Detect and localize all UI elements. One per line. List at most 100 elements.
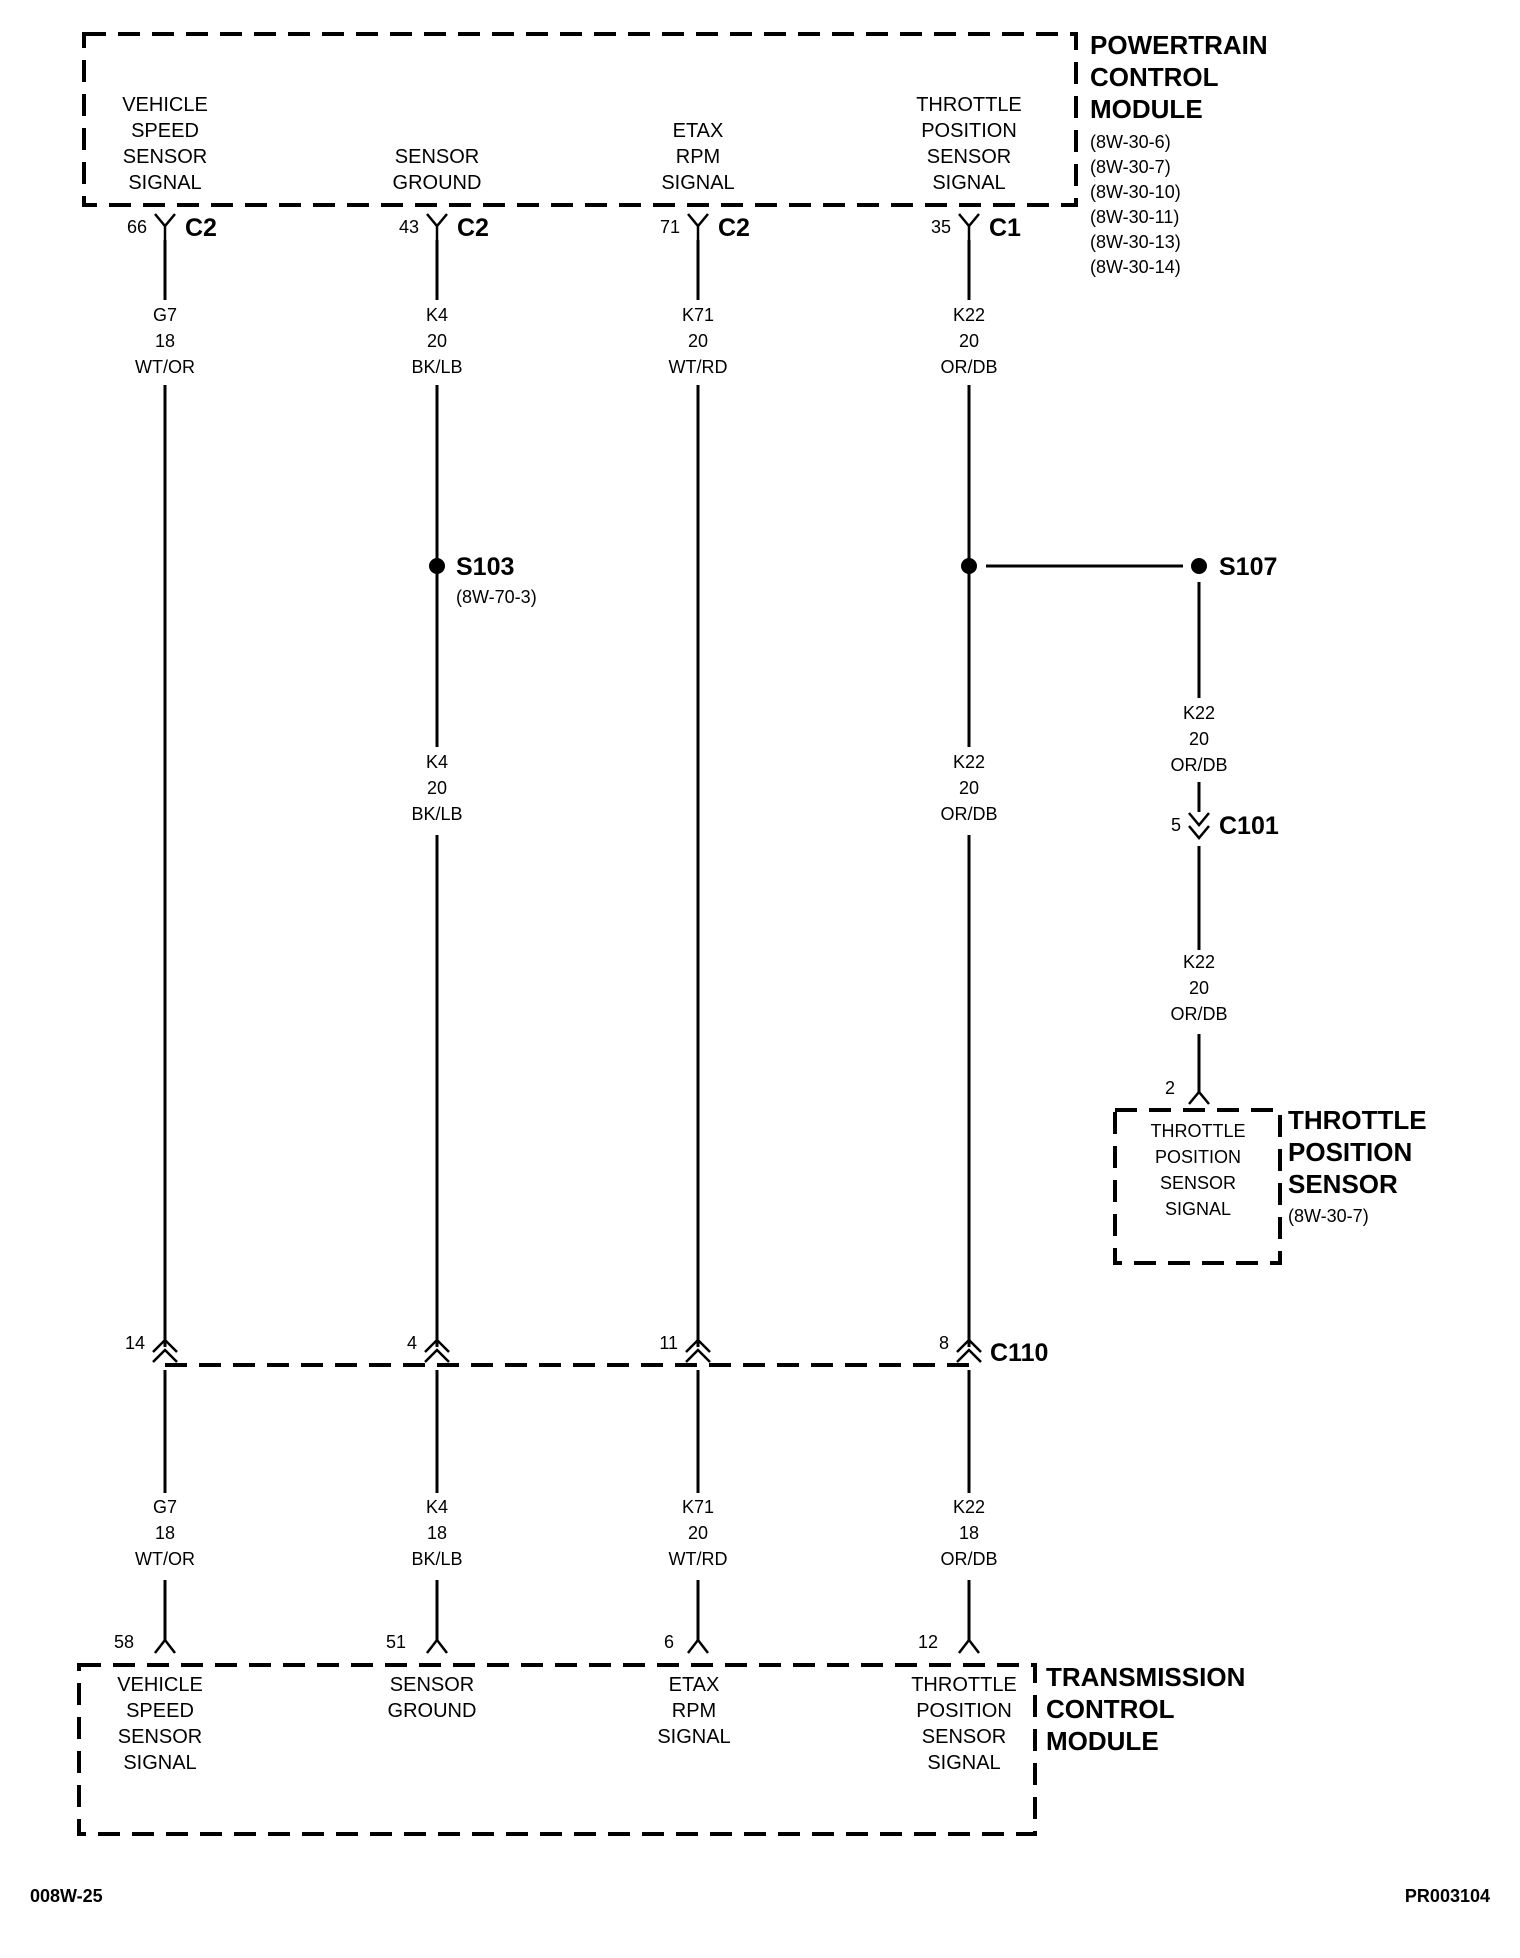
pcm-label-line: THROTTLE	[916, 94, 1022, 116]
pcm-pin-label-ground: SENSOR GROUND	[393, 146, 482, 194]
wire-label-g7-lower: G7 18 WT/OR	[135, 1497, 195, 1569]
splice-s107-dot	[1191, 558, 1207, 574]
pcm-ref: (8W-30-14)	[1090, 257, 1181, 277]
wire-code: K4	[426, 1497, 448, 1517]
wire-code: K71	[682, 305, 714, 325]
wire-color: WT/OR	[135, 1549, 195, 1569]
wire-color: BK/LB	[411, 1549, 462, 1569]
footer-left-code: 008W-25	[30, 1886, 103, 1906]
pcm-pin-symbol	[426, 213, 448, 240]
tps-label-line: SIGNAL	[1165, 1199, 1231, 1219]
pcm-title-line: MODULE	[1090, 94, 1203, 124]
wire-label-k4-lower: K4 18 BK/LB	[411, 1497, 462, 1569]
wire-label-g7-upper: G7 18 WT/OR	[135, 305, 195, 377]
wire-label-tps-b: K22 20 OR/DB	[1170, 952, 1227, 1024]
tcm-pin-label-tps: THROTTLE POSITION SENSOR SIGNAL	[911, 1674, 1017, 1774]
pcm-label-line: SENSOR	[395, 146, 479, 168]
tcm-title-line: TRANSMISSION	[1046, 1662, 1245, 1692]
tcm-label-line: SPEED	[126, 1700, 194, 1722]
tcm-pin-number: 6	[664, 1632, 674, 1652]
wire-gauge: 20	[1189, 978, 1209, 998]
tcm-pin-label-etax: ETAX RPM SIGNAL	[657, 1674, 730, 1748]
pcm-label-line: SIGNAL	[932, 172, 1005, 194]
tcm-pin-label-ground: SENSOR GROUND	[388, 1674, 477, 1722]
pcm-pin-number: 35	[931, 217, 951, 237]
c110-pin-number: 4	[407, 1333, 417, 1353]
pcm-pin-symbol	[958, 213, 980, 240]
wire-label-k4-mid: K4 20 BK/LB	[411, 752, 462, 824]
wire-gauge: 20	[427, 331, 447, 351]
wire-gauge: 20	[688, 331, 708, 351]
tcm-pin-number: 12	[918, 1632, 938, 1652]
pcm-ref: (8W-30-11)	[1090, 207, 1179, 227]
wire-color: WT/RD	[669, 357, 728, 377]
tcm-label-line: SENSOR	[922, 1726, 1006, 1748]
tcm-title: TRANSMISSION CONTROL MODULE	[1046, 1662, 1245, 1756]
wire-color: OR/DB	[940, 1549, 997, 1569]
wire-color: BK/LB	[411, 804, 462, 824]
tcm-label-line: THROTTLE	[911, 1674, 1017, 1696]
c101-pin-number: 5	[1171, 815, 1181, 835]
tcm-label-line: GROUND	[388, 1700, 477, 1722]
pcm-references: (8W-30-6) (8W-30-7) (8W-30-10) (8W-30-11…	[1090, 132, 1181, 277]
c110-pin-number: 8	[939, 1333, 949, 1353]
wire-label-k22-lower: K22 18 OR/DB	[940, 1497, 997, 1569]
tcm-pin-symbol	[154, 1637, 176, 1654]
wire-code: G7	[153, 305, 177, 325]
wire-gauge: 20	[1189, 729, 1209, 749]
pcm-pin-number: 66	[127, 217, 147, 237]
pcm-label-line: SIGNAL	[661, 172, 734, 194]
tcm-pin-number: 58	[114, 1632, 134, 1652]
tcm-title-line: MODULE	[1046, 1726, 1159, 1756]
wire-label-k22-mid: K22 20 OR/DB	[940, 752, 997, 824]
c110-pin-symbol	[956, 1338, 982, 1363]
wire-gauge: 18	[959, 1523, 979, 1543]
pcm-connector-id: C2	[185, 214, 217, 242]
tps-pin-number: 2	[1165, 1078, 1175, 1098]
tps-title-line: POSITION	[1288, 1137, 1412, 1167]
pcm-label-line: RPM	[676, 146, 720, 168]
c110-pin-symbol	[152, 1338, 178, 1363]
pcm-ref: (8W-30-6)	[1090, 132, 1171, 152]
tcm-title-line: CONTROL	[1046, 1694, 1175, 1724]
tps-title-line: THROTTLE	[1288, 1105, 1427, 1135]
footer-right-code: PR003104	[1405, 1886, 1490, 1906]
pcm-pin-number: 71	[660, 217, 680, 237]
tcm-label-line: SENSOR	[118, 1726, 202, 1748]
pcm-title: POWERTRAIN CONTROL MODULE	[1090, 30, 1268, 124]
pcm-title-line: CONTROL	[1090, 62, 1219, 92]
pcm-label-line: VEHICLE	[122, 94, 208, 116]
wire-code: K71	[682, 1497, 714, 1517]
wire-color: OR/DB	[1170, 755, 1227, 775]
tcm-label-line: RPM	[672, 1700, 716, 1722]
tcm-pin-label-vss: VEHICLE SPEED SENSOR SIGNAL	[117, 1674, 203, 1774]
pcm-label-line: SIGNAL	[128, 172, 201, 194]
wire-color: OR/DB	[1170, 1004, 1227, 1024]
pcm-pin-symbol	[154, 213, 176, 240]
splice-s103-ref: (8W-70-3)	[456, 587, 537, 607]
tcm-label-line: ETAX	[669, 1674, 720, 1696]
wire-color: BK/LB	[411, 357, 462, 377]
tcm-label-line: SIGNAL	[123, 1752, 196, 1774]
pcm-connector-id: C1	[989, 214, 1021, 242]
wire-code: K22	[953, 1497, 985, 1517]
connector-c101-symbol	[1188, 812, 1210, 840]
tcm-pin-symbol	[687, 1637, 709, 1654]
splice-s103-label: S103	[456, 553, 514, 581]
wire-gauge: 20	[959, 331, 979, 351]
pcm-pin-label-vss: VEHICLE SPEED SENSOR SIGNAL	[122, 94, 208, 194]
wire-code: G7	[153, 1497, 177, 1517]
wire-gauge: 18	[155, 1523, 175, 1543]
c110-pin-symbol	[424, 1338, 450, 1363]
wire-label-k71-lower: K71 20 WT/RD	[669, 1497, 728, 1569]
tcm-label-line: VEHICLE	[117, 1674, 203, 1696]
pcm-label-line: GROUND	[393, 172, 482, 194]
splice-s107-label: S107	[1219, 553, 1277, 581]
wire-code: K22	[1183, 703, 1215, 723]
tcm-pin-number: 51	[386, 1632, 406, 1652]
wire-code: K22	[1183, 952, 1215, 972]
splice-k22-junction	[961, 558, 977, 574]
tcm-label-line: SIGNAL	[657, 1726, 730, 1748]
pcm-title-line: POWERTRAIN	[1090, 30, 1268, 60]
